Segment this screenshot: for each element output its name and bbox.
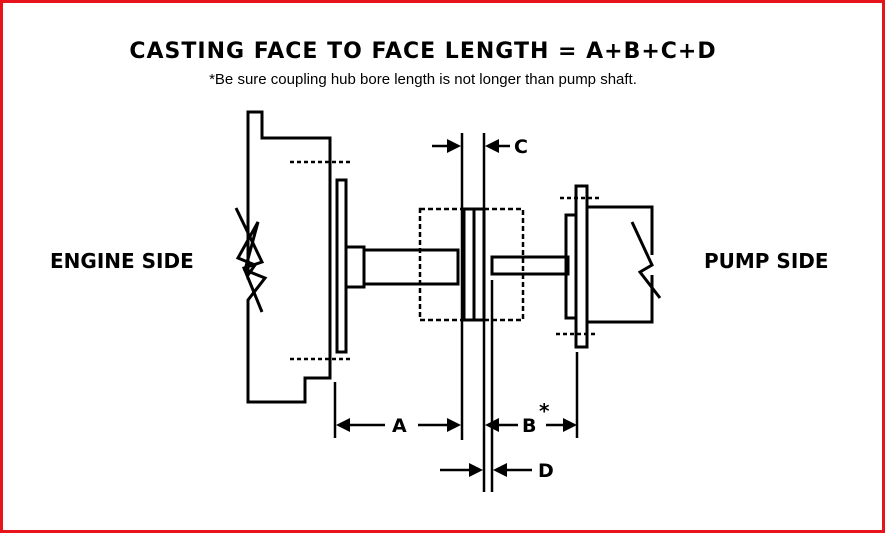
label-b-asterisk: *	[539, 399, 550, 423]
diagram-title: CASTING FACE TO FACE LENGTH = A+B+C+D	[129, 39, 717, 64]
dimension-b	[485, 418, 577, 432]
label-engine-side: ENGINE SIDE	[50, 249, 194, 273]
dimension-d	[440, 463, 532, 477]
label-c: C	[514, 136, 528, 158]
label-pump-side: PUMP SIDE	[704, 249, 829, 273]
pump-shaft	[490, 255, 570, 276]
coupling-disc-right	[472, 207, 486, 322]
label-d: D	[538, 460, 554, 482]
engine-housing	[235, 110, 332, 404]
dimension-c	[432, 139, 510, 153]
coupling-note: *Be sure coupling hub bore length is not…	[209, 71, 637, 88]
label-a: A	[392, 415, 407, 437]
engine-shaft	[362, 248, 460, 286]
engine-break-mark	[234, 207, 265, 313]
dimension-extension-lines	[333, 133, 579, 492]
pump-body	[587, 205, 662, 324]
engine-shaft-collar	[344, 245, 366, 289]
dimension-a	[336, 418, 461, 432]
pump-break-mark	[630, 221, 662, 299]
label-b: B	[522, 415, 536, 437]
pump-flange-outer	[574, 184, 589, 349]
